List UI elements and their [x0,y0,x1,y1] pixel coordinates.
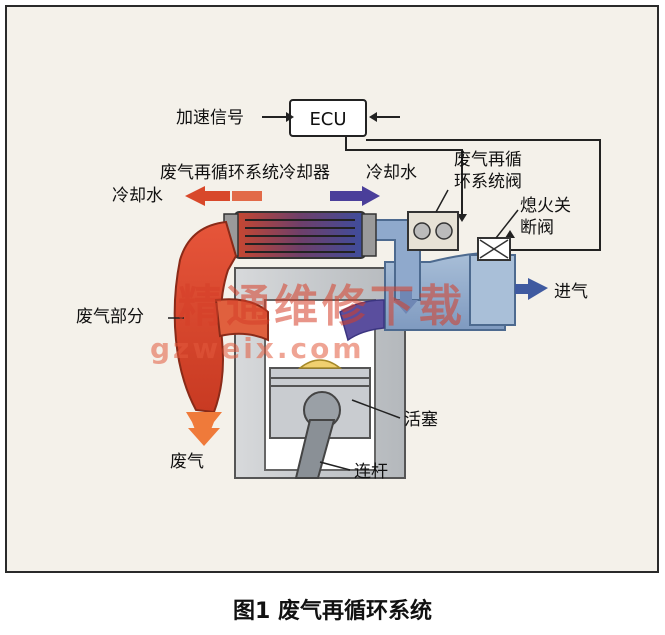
shutoff-valve-label-1: 熄火关 [520,196,571,216]
coolant-out-arrow-2 [232,191,262,201]
egr-system-diagram: ECU [168,99,601,479]
coolant-right-label: 冷却水 [366,163,417,183]
intake-arrow [515,278,548,300]
accel-signal-arrowhead [286,112,294,122]
exhaust-manifold [214,298,269,342]
ecu-right-arrowhead [369,112,377,122]
connecting-rod-shape [294,419,336,479]
egr-valve-gear-2 [435,222,453,240]
ecu-to-egr-valve-line [345,136,463,218]
cooler-right-flange [361,213,377,257]
watermark-url: gzweix.com [150,332,365,365]
figure-caption: 图1 废气再循环系统 [233,599,432,624]
connecting-rod-label: 连杆 [354,462,388,482]
ecu-label: ECU [309,109,346,130]
egr-valve-pointer [435,189,449,213]
intake-port [339,299,385,342]
shutoff-pointer [495,209,519,239]
exhaust-label: 废气 [170,452,204,472]
exhaust-part-label: 废气部分 [76,307,144,327]
egr-flow-down-arrow [394,290,418,314]
shutoff-line-arrowhead [505,230,515,238]
rod-pointer [319,461,351,471]
egr-valve-label-2: 环系统阀 [454,172,522,192]
piston-crown [297,359,343,369]
coolant-left-label: 冷却水 [112,186,163,206]
watermark-text: 精通维修下载 [178,281,466,332]
coolant-out-arrow [185,186,230,206]
intake-label: 进气 [554,282,588,302]
coolant-in-arrow [330,186,380,206]
exhaust-out-arrowhead [188,428,220,446]
egr-valve-gear-1 [413,222,431,240]
exhaust-out-arrow [186,412,222,432]
intake-throttle-body [469,254,516,326]
shutoff-valve-label-2: 断阀 [520,218,554,238]
egr-valve-line-arrowhead [457,214,467,222]
egr-valve-label-1: 废气再循 [454,150,522,170]
egr-cooler-label: 废气再循环系统冷却器 [160,163,330,183]
shutoff-valve-x2 [479,239,509,259]
piston-pointer [351,399,401,419]
piston-label: 活塞 [404,410,438,430]
accel-signal-label: 加速信号 [176,108,244,128]
